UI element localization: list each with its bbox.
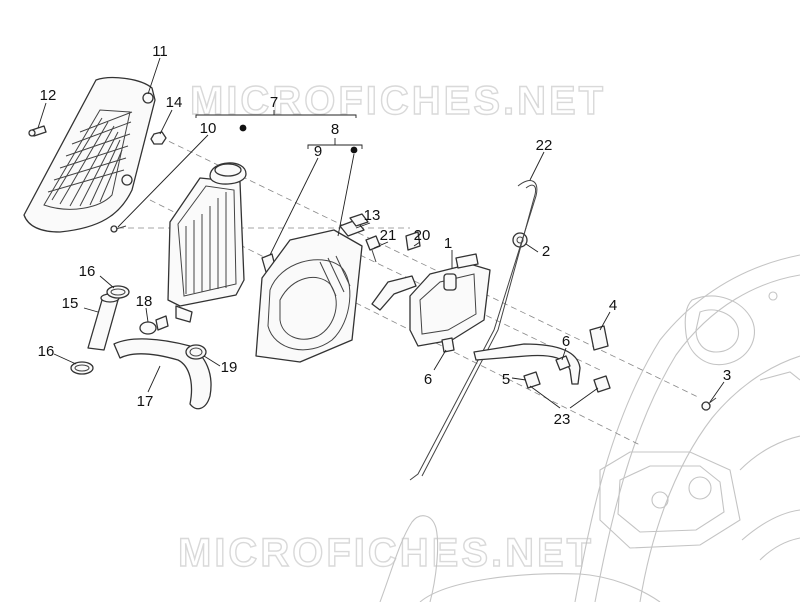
callout-17: 17 — [137, 393, 154, 410]
callout-9: 9 — [314, 143, 322, 160]
part-small-hose — [473, 343, 611, 393]
callout-15: 15 — [62, 295, 79, 312]
callout-1: 1 — [444, 235, 452, 252]
part-hose-clamp-16b — [70, 361, 94, 375]
callout-14: 14 — [166, 94, 183, 111]
part-screw-3 — [701, 397, 717, 411]
callout-19: 19 — [221, 359, 238, 376]
callout-labels: 1 2 3 4 5 6 6 7 8 9 10 11 12 13 14 15 16… — [38, 43, 732, 428]
leader-lines — [37, 57, 725, 409]
callout-16b: 16 — [38, 343, 55, 360]
callout-6b: 6 — [424, 371, 432, 388]
callout-6a: 6 — [562, 333, 570, 350]
callout-13: 13 — [364, 207, 381, 224]
watermark-top: MICROFICHES.NET — [190, 79, 606, 123]
watermark-bottom: MICROFICHES.NET — [178, 531, 594, 575]
part-fan-shroud — [255, 213, 369, 363]
callout-4: 4 — [609, 297, 617, 314]
callout-11: 11 — [152, 43, 168, 60]
callout-22: 22 — [536, 137, 553, 154]
callout-2: 2 — [542, 243, 550, 260]
part-radiator-cover — [23, 77, 156, 233]
part-screw-12 — [28, 125, 47, 137]
callout-21: 21 — [380, 227, 397, 244]
callout-3: 3 — [723, 367, 731, 384]
part-short-hose — [87, 293, 120, 351]
part-clip-4 — [589, 325, 609, 351]
part-hose-clamp-16a — [106, 285, 130, 299]
callout-23: 23 — [554, 411, 571, 428]
part-expansion-tank — [409, 253, 491, 353]
callout-5: 5 — [502, 371, 510, 388]
part-cap-2 — [512, 232, 528, 248]
part-clamp-19 — [185, 344, 207, 360]
part-bracket-20 — [371, 231, 421, 311]
scooter-frame — [379, 254, 800, 602]
callout-12: 12 — [40, 87, 57, 104]
callout-16a: 16 — [79, 263, 96, 280]
group-brackets — [195, 110, 363, 154]
part-long-hose — [113, 338, 212, 410]
callout-18: 18 — [136, 293, 153, 310]
part-overflow-hose — [409, 180, 538, 481]
callout-20: 20 — [414, 227, 431, 244]
part-radiator — [110, 162, 247, 323]
part-bolt-21 — [365, 235, 381, 263]
callout-8: 8 — [331, 121, 339, 138]
callout-7: 7 — [270, 94, 278, 111]
callout-10: 10 — [200, 120, 217, 137]
part-nut-14 — [150, 131, 167, 145]
part-clamp-18 — [139, 315, 169, 335]
